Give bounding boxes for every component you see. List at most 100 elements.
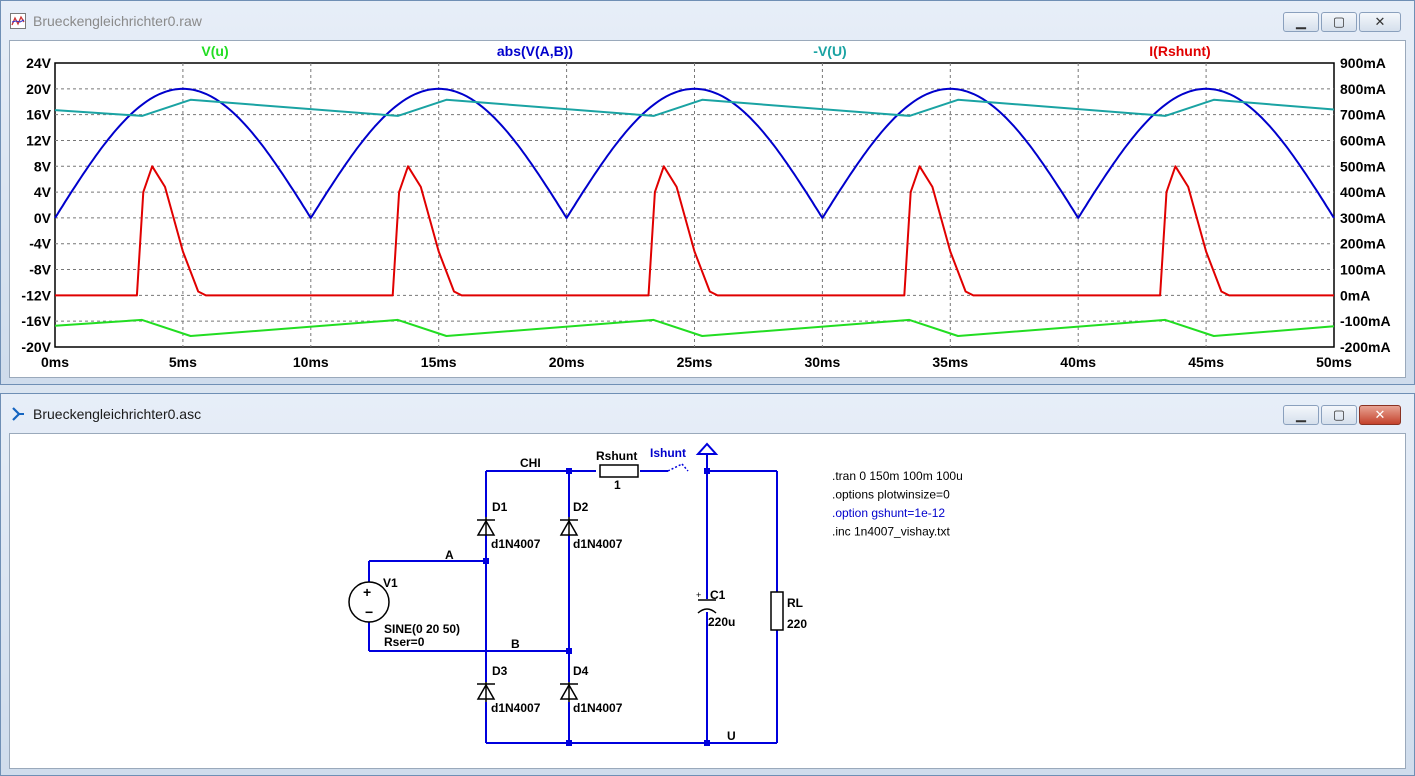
wires [368,454,778,744]
waveform-plot[interactable]: V(u)abs(V(A,B))-V(U)I(Rshunt) 24V20V16V1… [10,41,1407,379]
y-tick-label-left: 20V [26,81,52,97]
c1-value: 220u [708,615,735,629]
junction-dots [483,468,710,746]
source-plus-sign: + [363,584,371,600]
x-tick-label: 50ms [1316,354,1352,370]
spice-directive[interactable]: .tran 0 150m 100m 100u [832,469,963,483]
spice-directive[interactable]: .inc 1n4007_vishay.txt [832,525,951,539]
trace-v-u[interactable] [54,318,1335,337]
x-tick-label: 25ms [677,354,713,370]
trace-label[interactable]: -V(U) [813,43,846,59]
d1-name: D1 [492,500,508,514]
trace-v-u[interactable] [54,98,1335,117]
maximize-icon: ▢ [1332,407,1346,422]
capacitor-c1-icon [697,599,717,614]
ishunt-label: Ishunt [650,446,686,460]
waveform-window-title: Brueckengleichrichter0.raw [33,13,202,29]
rshunt-name: Rshunt [596,449,637,463]
maximize-button[interactable]: ▢ [1321,12,1357,32]
d4-model: d1N4007 [573,701,623,715]
trace-label[interactable]: abs(V(A,B)) [497,43,573,59]
y-tick-label-left: 12V [26,132,52,148]
minimize-button[interactable]: ▁ [1283,12,1319,32]
schematic-window: Brueckengleichrichter0.asc ▁ ▢ ✕ [0,393,1415,776]
x-tick-label: 40ms [1060,354,1096,370]
y-tick-label-right: -200mA [1340,339,1391,355]
y-tick-label-left: -12V [21,287,51,303]
y-tick-label-left: 8V [34,158,52,174]
maximize-button[interactable]: ▢ [1321,405,1357,425]
v1-rser: Rser=0 [384,635,425,649]
y-tick-label-left: 24V [26,55,52,71]
close-icon: ✕ [1374,14,1386,29]
net-flag-icon [695,442,719,455]
waveform-app-icon [10,13,26,29]
minimize-button[interactable]: ▁ [1283,405,1319,425]
schematic-window-title: Brueckengleichrichter0.asc [33,406,202,422]
y-tick-label-right: 500mA [1340,158,1386,174]
waveform-window: Brueckengleichrichter0.raw ▁ ▢ ✕ V(u) abs… [0,0,1415,385]
schematic-titlebar[interactable]: Brueckengleichrichter0.asc ▁ ▢ ✕ [1,394,1414,430]
y-tick-label-right: 600mA [1340,132,1386,148]
d2-name: D2 [573,500,589,514]
source-minus-sign: − [365,604,373,620]
y-tick-label-right: 700mA [1340,107,1386,123]
current-probe-icon [667,463,689,472]
x-tick-label: 5ms [169,354,197,370]
y-tick-label-right: 400mA [1340,184,1386,200]
d4-name: D4 [573,664,589,678]
schematic-drawing[interactable]: + − + CHI Rshunt 1 Ishunt D1 d1N4007 D2 … [10,434,1407,770]
capacitor-polarity-mark: + [696,590,701,600]
y-tick-label-right: 300mA [1340,210,1386,226]
d3-model: d1N4007 [491,701,541,715]
waveform-titlebar[interactable]: Brueckengleichrichter0.raw ▁ ▢ ✕ [1,1,1414,37]
y-tick-label-right: 800mA [1340,81,1386,97]
node-a-label: A [445,548,454,562]
schematic-canvas[interactable]: + − + CHI Rshunt 1 Ishunt D1 d1N4007 D2 … [9,433,1406,769]
d3-name: D3 [492,664,508,678]
node-b-label: B [511,637,520,651]
spice-directive[interactable]: .options plotwinsize=0 [832,488,950,502]
v1-value: SINE(0 20 50) [384,622,460,636]
y-tick-label-left: -8V [29,262,51,278]
y-tick-label-right: -100mA [1340,313,1391,329]
y-tick-label-left: -16V [21,313,51,329]
d2-model: d1N4007 [573,537,623,551]
c1-name: C1 [710,588,726,602]
y-tick-label-right: 100mA [1340,262,1386,278]
voltage-source-icon [348,581,390,623]
close-button[interactable]: ✕ [1359,12,1401,32]
y-tick-label-right: 200mA [1340,236,1386,252]
trace-label[interactable]: I(Rshunt) [1149,43,1210,59]
rl-name: RL [787,596,803,610]
y-tick-label-left: -20V [21,339,51,355]
y-tick-label-left: 4V [34,184,52,200]
trace-label[interactable]: V(u) [201,43,228,59]
spice-directive[interactable]: .option gshunt=1e-12 [832,506,945,520]
spice-directives: .tran 0 150m 100m 100u .options plotwinsi… [832,469,963,539]
trace-abs-v-a-b[interactable] [54,87,1335,219]
diode-d2-icon [559,517,579,536]
close-icon: ✕ [1374,407,1386,422]
y-tick-label-right: 0mA [1340,287,1370,303]
schematic-app-icon [12,407,24,421]
y-tick-label-left: 0V [34,210,52,226]
v1-name: V1 [383,576,398,590]
close-button[interactable]: ✕ [1359,405,1401,425]
minimize-icon: ▁ [1296,14,1306,29]
diode-d3-icon [476,682,496,702]
x-tick-label: 30ms [804,354,840,370]
y-tick-label-right: 900mA [1340,55,1386,71]
y-tick-label-left: -4V [29,236,51,252]
rl-value: 220 [787,617,807,631]
x-tick-label: 45ms [1188,354,1224,370]
trace-i-rshunt[interactable] [55,165,1334,297]
diode-d4-icon [559,682,579,702]
node-u-label: U [727,729,736,743]
minimize-icon: ▁ [1296,407,1306,422]
x-tick-label: 0ms [41,354,69,370]
x-tick-label: 20ms [549,354,585,370]
x-tick-label: 35ms [932,354,968,370]
net-label-chi: CHI [520,456,541,470]
